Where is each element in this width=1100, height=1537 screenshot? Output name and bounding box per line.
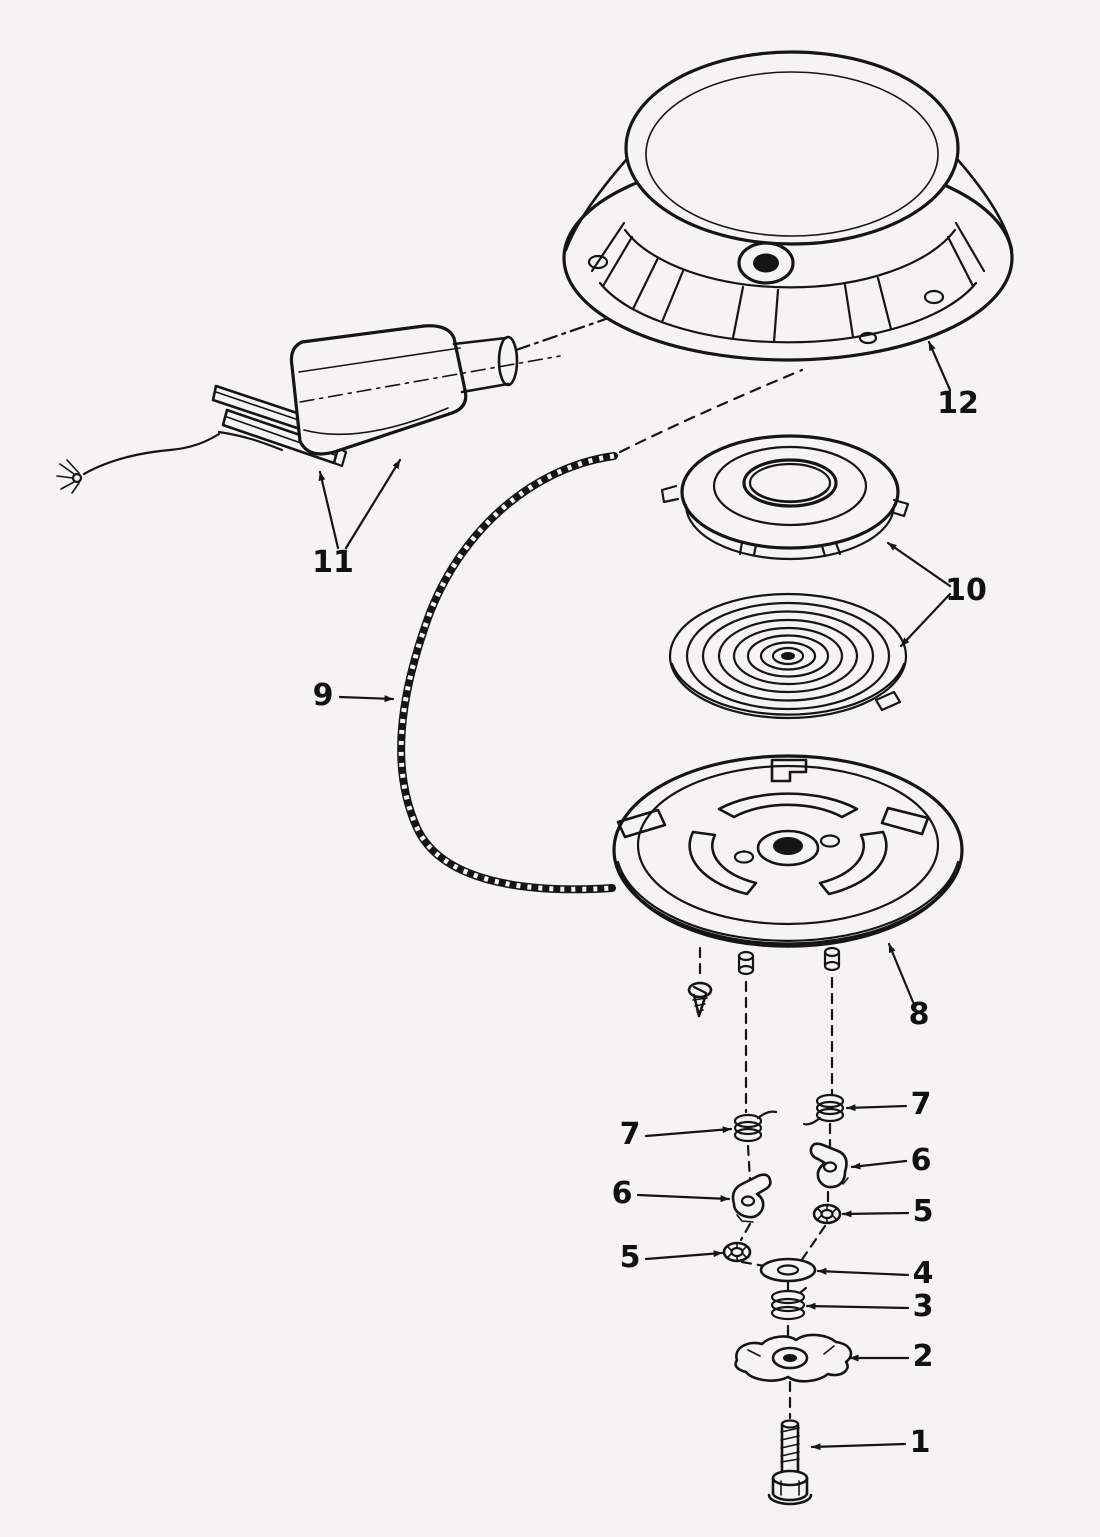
spring-cup-drawing [660,434,910,561]
washer-drawing [759,1257,817,1283]
mount-hole [858,331,878,345]
small-screw-drawing [687,981,713,1018]
leader-1 [810,1442,907,1451]
recoil-housing-drawing [562,50,1014,362]
leader-5-right [841,1210,910,1218]
leader-10a [886,541,952,588]
bolt-drawing [767,1419,813,1506]
leader-6-right [850,1159,908,1170]
coil-spring-drawing [770,1286,808,1321]
callout-6-left: 6 [612,1176,633,1211]
callout-7-right: 7 [911,1087,932,1122]
leader-3 [805,1302,910,1310]
callout-4: 4 [913,1256,934,1291]
pulley-cleat [880,806,930,836]
callout-2: 2 [913,1339,934,1374]
assembly-dash-lines [698,946,834,1420]
pulley-drawing [612,754,964,1018]
starter-rope-drawing [397,368,804,894]
mount-hole [923,289,945,305]
pawl-left-drawing [731,1173,772,1223]
callout-7-left: 7 [620,1117,641,1152]
callout-8: 8 [909,997,930,1032]
leader-9 [338,695,395,703]
callout-9: 9 [313,678,334,713]
callout-5-right: 5 [913,1194,934,1229]
leader-lines [318,340,952,1451]
callout-1: 1 [910,1425,931,1460]
pulley-stud [737,950,755,976]
pulley-cleat [770,758,808,783]
callout-5-left: 5 [620,1240,641,1275]
callout-10: 10 [945,573,987,608]
pawl-right-drawing [809,1142,849,1189]
callout-labels: 12 11 10 9 8 7 7 6 6 5 5 4 3 2 1 [312,386,987,1460]
cam-plate-drawing [734,1333,853,1383]
pulley-stud [823,946,841,972]
leader-11a [318,470,340,550]
leader-12 [927,340,952,392]
friction-spring-left-drawing [733,1110,778,1143]
recoil-spring-drawing [668,592,908,720]
lock-ring-right-drawing [812,1203,842,1225]
callout-11: 11 [312,545,354,580]
leader-8 [887,942,915,1004]
lock-ring-left-drawing [722,1241,752,1263]
callout-12: 12 [937,386,979,421]
leader-7-right [845,1104,908,1112]
assembly-dashed-curve [618,368,804,454]
leader-5-left [644,1250,724,1261]
starter-handle-drawing [289,324,561,456]
callout-6-right: 6 [911,1143,932,1178]
friction-spring-right-drawing [802,1093,845,1126]
rope-end-tassel [56,430,284,494]
spring-hook-tab [874,690,902,712]
pulley-cleat [616,808,667,839]
leader-6-left [636,1193,731,1203]
leader-10b [899,592,952,648]
leader-4 [816,1267,910,1277]
mount-hole [587,254,609,270]
callout-3: 3 [913,1289,934,1324]
leader-7-left [644,1126,733,1138]
leader-11b [344,458,402,550]
